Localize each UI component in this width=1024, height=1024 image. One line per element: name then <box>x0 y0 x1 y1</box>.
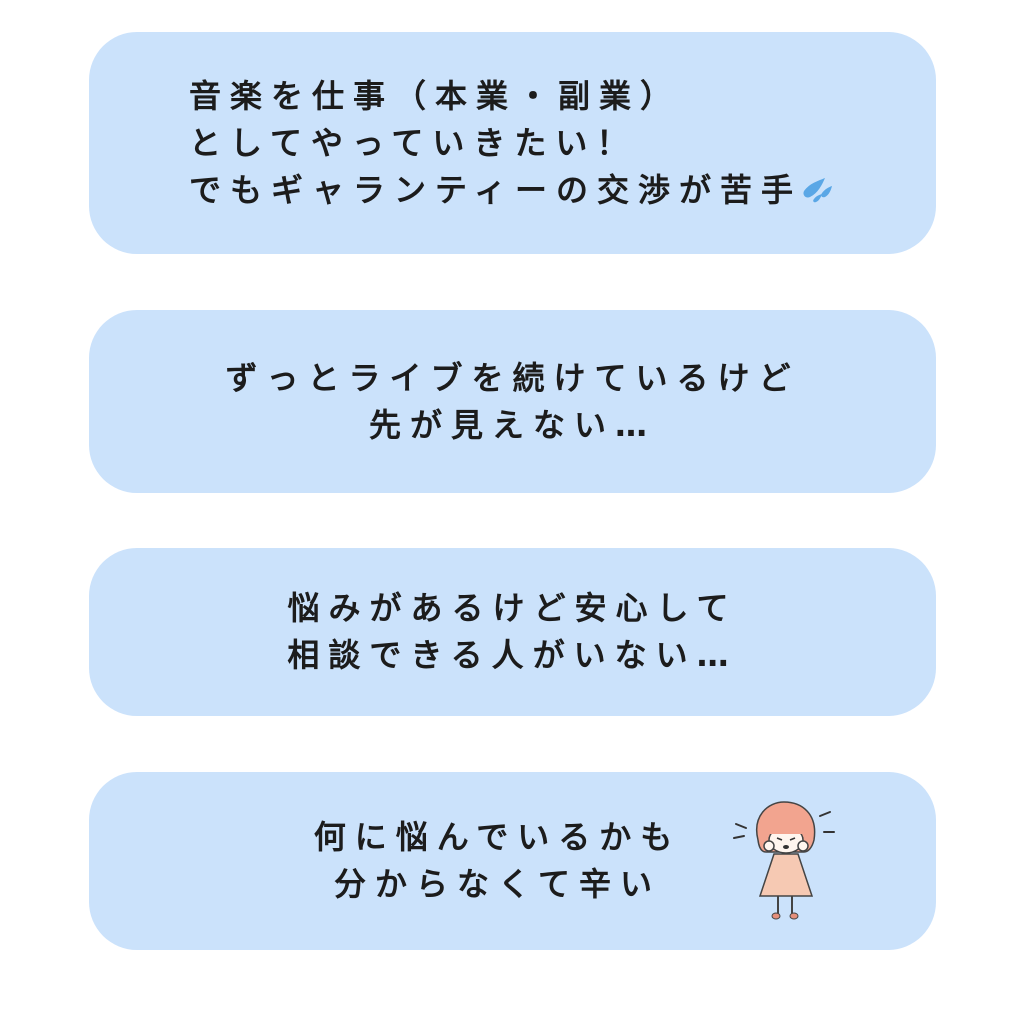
worry-text-1: 音楽を仕事（本業・副業） としてやっていきたい！ でもギャランティーの交渉が苦手 <box>189 73 836 214</box>
worry-line: 音楽を仕事（本業・副業） <box>188 76 681 115</box>
worry-line: でもギャランティーの交渉が苦手 <box>189 167 836 214</box>
worry-line: 何に悩んでいるかも <box>313 818 682 856</box>
crying-girl-icon <box>733 801 835 920</box>
worry-line: ずっとライブを続けているけど <box>225 358 800 397</box>
worry-text-2: ずっとライブを続けているけど 先が見えない… <box>225 355 799 449</box>
worry-card-2: ずっとライブを続けているけど 先が見えない… <box>89 310 936 493</box>
worry-line: 先が見えない… <box>368 405 656 444</box>
sweat-drops-icon <box>803 177 833 202</box>
worry-card-1: 音楽を仕事（本業・副業） としてやっていきたい！ でもギャランティーの交渉が苦手 <box>89 32 936 254</box>
worry-line: 悩みがあるけど安心して <box>287 589 738 627</box>
worry-line: としてやっていきたい！ <box>188 123 638 162</box>
worry-line: 分からなくて辛い <box>333 865 662 903</box>
worry-text-3: 悩みがあるけど安心して 相談できる人がいない… <box>287 585 737 679</box>
worry-text-4: 何に悩んでいるかも 分からなくて辛い <box>314 814 681 908</box>
worry-line: 相談できる人がいない… <box>287 636 738 674</box>
worry-card-3: 悩みがあるけど安心して 相談できる人がいない… <box>89 548 936 716</box>
